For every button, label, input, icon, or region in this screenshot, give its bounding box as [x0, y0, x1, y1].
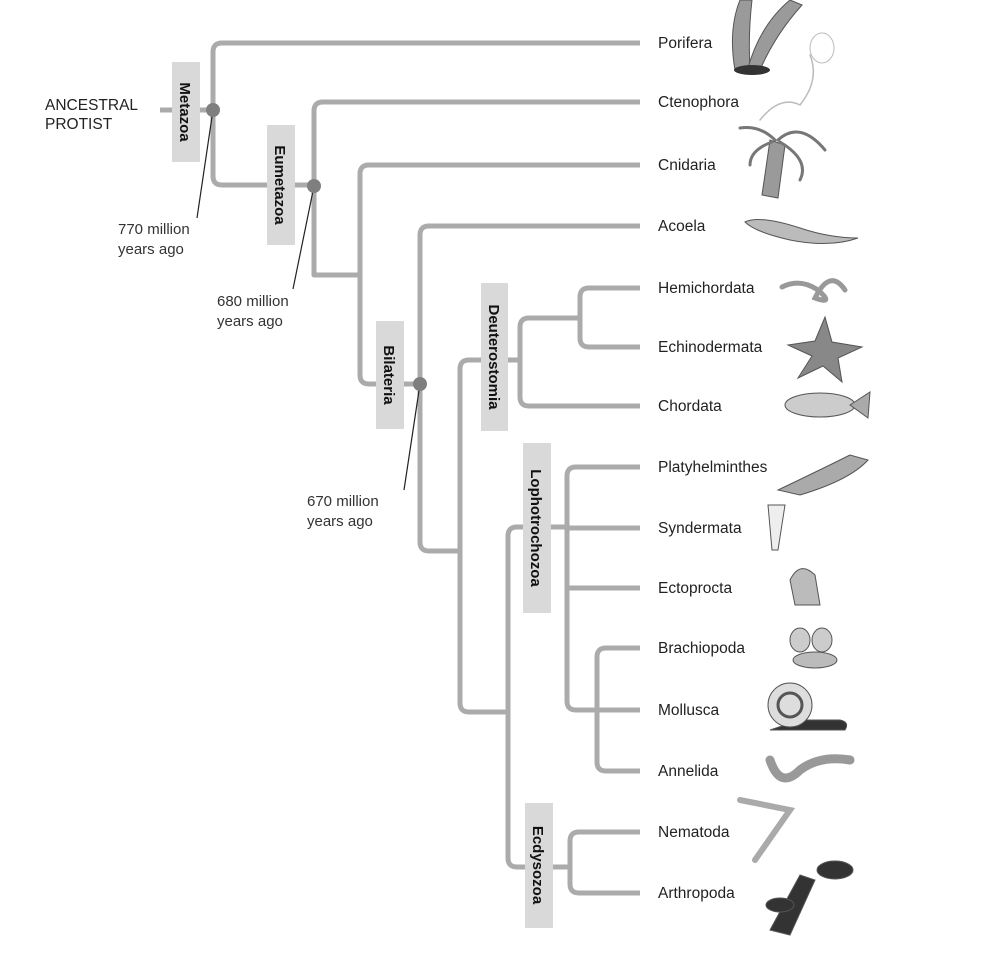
- clade-label-lophotrochozoa: Lophotrochozoa: [523, 443, 551, 613]
- fish-icon: [784, 391, 871, 419]
- acoel-worm-icon: [744, 219, 859, 245]
- pointer-bilateria: [403, 383, 421, 491]
- svg-text:Deuterostomia: Deuterostomia: [485, 304, 502, 410]
- brachiopod-icon: [789, 627, 838, 669]
- svg-text:Lophotrochozoa: Lophotrochozoa: [527, 469, 544, 587]
- clade-label-ecdysozoa: Ecdysozoa: [525, 803, 553, 928]
- age-bilateria-line1: 670 million: [307, 493, 379, 510]
- taxon-echinodermata: Echinodermata: [658, 339, 763, 356]
- tree-branches: [160, 40, 640, 896]
- clade-label-metazoa: Metazoa: [172, 62, 200, 162]
- branch-deutero-proto: [457, 357, 520, 715]
- node-eumetazoa: [307, 179, 321, 193]
- pointer-metazoa: [196, 109, 214, 219]
- age-metazoa-line2: years ago: [118, 241, 184, 258]
- branch-protostomia: [505, 524, 570, 870]
- svg-text:Bilateria: Bilateria: [380, 345, 397, 405]
- clade-label-deuterostomia: Deuterostomia: [481, 283, 508, 431]
- age-eumetazoa-line2: years ago: [217, 313, 283, 330]
- taxon-syndermata: Syndermata: [658, 520, 742, 537]
- root-label-line2: PROTIST: [45, 116, 113, 133]
- svg-text:Metazoa: Metazoa: [176, 82, 193, 142]
- animal-illustrations: [731, 0, 871, 936]
- sponge-icon: [731, 0, 803, 75]
- root-label-line1: ANCESTRAL: [45, 97, 138, 114]
- age-bilateria-line2: years ago: [307, 513, 373, 530]
- hydra-icon: [738, 126, 827, 199]
- nematode-icon: [737, 797, 796, 863]
- branch-deuterostomia: [517, 315, 640, 409]
- taxon-ctenophora: Ctenophora: [658, 94, 739, 111]
- taxon-brachiopoda: Brachiopoda: [658, 640, 745, 657]
- age-eumetazoa-line1: 680 million: [217, 293, 289, 310]
- branch-ambulacraria: [577, 285, 640, 350]
- branch-cnidaria-split: [357, 162, 640, 387]
- sea-star-icon: [786, 315, 864, 384]
- pointer-eumetazoa: [292, 185, 315, 290]
- node-metazoa: [206, 103, 220, 117]
- branch-eumetazoa: [311, 99, 640, 278]
- comb-jelly-icon: [759, 54, 815, 121]
- svg-text:Ecdysozoa: Ecdysozoa: [529, 826, 546, 905]
- taxon-annelida: Annelida: [658, 763, 719, 780]
- snail-icon: [767, 682, 848, 731]
- taxon-ectoprocta: Ectoprocta: [658, 580, 732, 597]
- clade-label-eumetazoa: Eumetazoa: [267, 125, 295, 245]
- earthworm-icon: [765, 754, 855, 783]
- node-bilateria: [413, 377, 427, 391]
- lobster-icon: [765, 860, 854, 936]
- taxon-mollusca: Mollusca: [658, 702, 720, 719]
- taxon-cnidaria: Cnidaria: [658, 157, 716, 174]
- taxon-porifera: Porifera: [658, 35, 713, 52]
- taxon-platyhelminthes: Platyhelminthes: [658, 459, 768, 476]
- branch-ecdysozoa: [567, 829, 640, 896]
- age-metazoa-line1: 770 million: [118, 221, 190, 238]
- taxon-acoela: Acoela: [658, 218, 706, 235]
- taxon-chordata: Chordata: [658, 398, 722, 415]
- rotifer-icon: [767, 504, 786, 551]
- bryozoan-icon: [789, 568, 821, 606]
- taxon-arthropoda: Arthropoda: [658, 885, 735, 902]
- taxon-hemichordata: Hemichordata: [658, 280, 755, 297]
- acorn-worm-icon: [779, 278, 848, 303]
- taxon-nematoda: Nematoda: [658, 824, 730, 841]
- clade-label-bilateria: Bilateria: [376, 321, 404, 429]
- taxa-labels: Porifera Ctenophora Cnidaria Acoela Hemi…: [658, 35, 768, 902]
- branch-brach-moll-ann: [594, 645, 640, 774]
- flatworm-icon: [776, 454, 869, 496]
- comb-jelly-body-icon: [809, 32, 835, 64]
- svg-text:Eumetazoa: Eumetazoa: [271, 145, 288, 225]
